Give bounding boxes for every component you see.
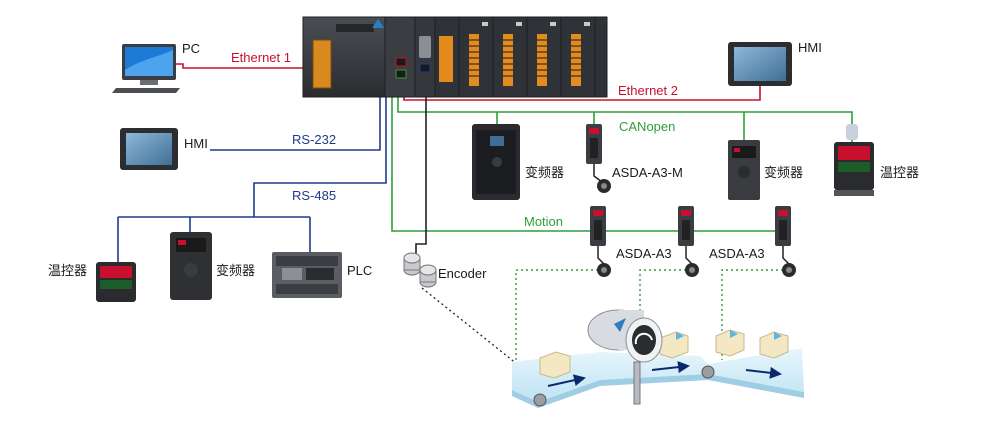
vfd-canopen-2-icon xyxy=(728,140,760,200)
servo-motion-1-icon xyxy=(590,206,611,277)
encoder-icon xyxy=(403,252,437,288)
label-plc-rs485: PLC xyxy=(347,263,372,278)
vfd-rs485-icon xyxy=(170,232,212,300)
label-servo-canopen: ASDA-A3-M xyxy=(612,165,683,180)
label-vfd-canopen-2: 变频器 xyxy=(764,165,803,180)
label-vfd-canopen-1: 变频器 xyxy=(525,165,564,180)
servo-motion-2-icon xyxy=(678,206,699,277)
conveyor-belt-icon xyxy=(512,309,804,408)
pc-icon xyxy=(112,44,180,93)
label-servo-motion-1: ASDA-A3 xyxy=(616,246,672,261)
label-encoder: Encoder xyxy=(438,266,487,281)
label-ethernet-2: Ethernet 2 xyxy=(618,83,678,98)
label-hmi-top: HMI xyxy=(798,40,822,55)
label-motion: Motion xyxy=(524,214,563,229)
label-canopen: CANopen xyxy=(619,119,675,134)
temp-rs485-icon xyxy=(96,262,136,302)
label-servo-motion-2: ASDA-A3 xyxy=(709,246,765,261)
servo-motion-3-icon xyxy=(775,206,796,277)
roller-icon xyxy=(587,309,663,405)
plc-rs485-icon xyxy=(272,252,342,298)
main-plc-rack xyxy=(302,16,608,98)
label-hmi-left: HMI xyxy=(184,136,208,151)
label-temp-canopen: 温控器 xyxy=(880,165,919,180)
hmi-top-icon xyxy=(728,42,792,86)
label-vfd-rs485: 变频器 xyxy=(216,263,255,278)
motor-dotted-links xyxy=(515,269,783,366)
encoder-line xyxy=(415,86,427,258)
encoder-dotted-link xyxy=(421,287,523,369)
rs232-line xyxy=(210,80,381,151)
servo-canopen-icon xyxy=(586,124,611,193)
label-pc: PC xyxy=(182,41,200,56)
label-temp-rs485: 温控器 xyxy=(48,263,87,278)
vfd-canopen-1-icon xyxy=(472,124,520,200)
rs485-line xyxy=(117,80,387,262)
hmi-left-icon xyxy=(120,128,178,170)
label-rs485: RS-485 xyxy=(292,188,336,203)
label-rs232: RS-232 xyxy=(292,132,336,147)
label-ethernet-1: Ethernet 1 xyxy=(231,50,291,65)
temp-canopen-icon xyxy=(834,124,874,196)
